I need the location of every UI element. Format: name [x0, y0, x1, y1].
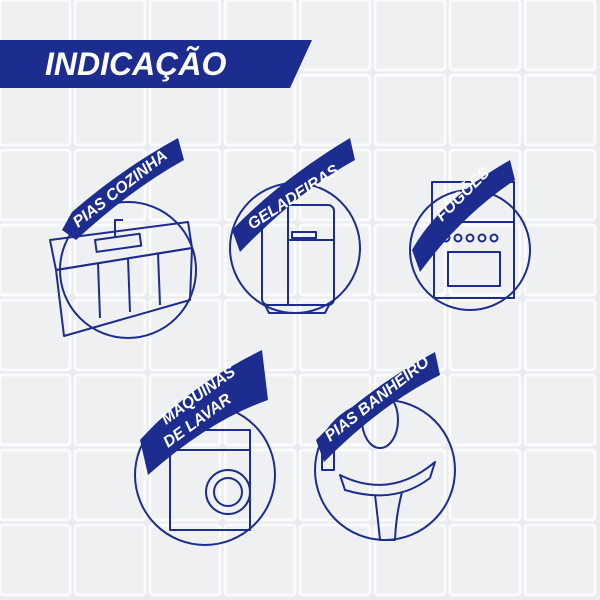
- label-ribbon: [412, 160, 515, 272]
- washing-machine-icon: [169, 429, 251, 531]
- refrigerator-icon: [261, 204, 335, 314]
- wall-tile: [73, 373, 147, 447]
- wall-tile: [523, 298, 597, 372]
- wall-tile: [523, 448, 597, 522]
- wall-tile: [148, 523, 222, 597]
- wall-tile: [73, 448, 147, 522]
- wall-tile: [148, 223, 222, 297]
- wall-tile: [0, 373, 72, 447]
- wall-tile: [448, 448, 522, 522]
- wall-tile: [523, 0, 597, 72]
- wall-tile: [448, 298, 522, 372]
- wall-tile: [0, 298, 72, 372]
- wall-tile: [523, 148, 597, 222]
- wall-tile: [298, 0, 372, 72]
- label-ribbon: [232, 138, 355, 252]
- wall-tile: [523, 373, 597, 447]
- label-ribbon: [140, 350, 268, 475]
- title-banner: [0, 40, 312, 88]
- wall-tile: [523, 523, 597, 597]
- page-title: INDICAÇÃO: [45, 46, 226, 82]
- wall-tile: [448, 373, 522, 447]
- wall-tile: [0, 148, 72, 222]
- wall-tile: [523, 223, 597, 297]
- wall-tile: [298, 523, 372, 597]
- label-ribbon: [316, 352, 440, 462]
- wall-tile: [223, 523, 297, 597]
- wall-tile: [73, 223, 147, 297]
- wall-tile: [448, 0, 522, 72]
- wall-tile: [298, 73, 372, 147]
- wall-tile: [373, 0, 447, 72]
- wall-tile: [448, 523, 522, 597]
- wall-tile: [148, 298, 222, 372]
- wall-tile: [0, 523, 72, 597]
- wall-tile: [373, 523, 447, 597]
- kitchen-sink-icon: [49, 219, 193, 337]
- wall-tile: [373, 148, 447, 222]
- wall-tile: [448, 223, 522, 297]
- wall-tile: [223, 448, 297, 522]
- wall-tile: [373, 73, 447, 147]
- wall-tile: [448, 73, 522, 147]
- label-ribbon: [62, 138, 184, 240]
- wall-tile: [73, 523, 147, 597]
- wall-tile: [0, 448, 72, 522]
- wall-tile: [523, 73, 597, 147]
- wall-tile: [0, 223, 72, 297]
